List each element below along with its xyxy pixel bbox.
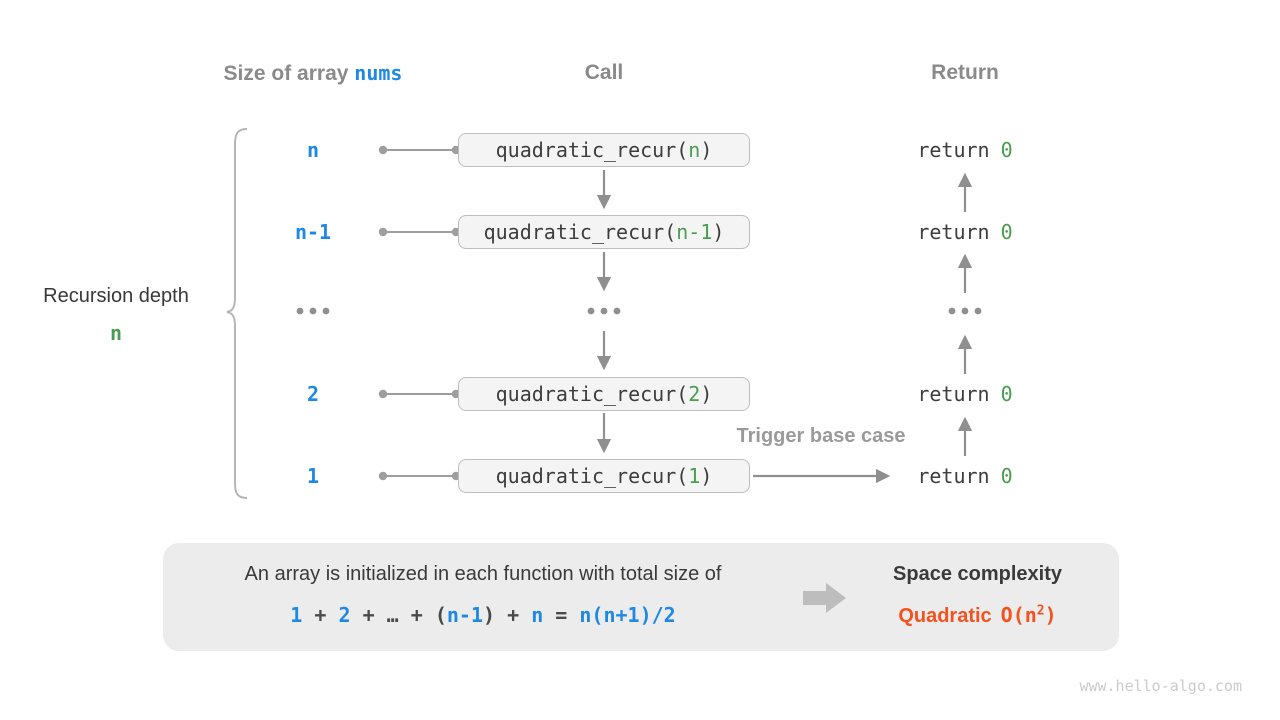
formula-term: n-1 — [446, 603, 484, 627]
formula-paren: ( — [434, 603, 447, 627]
header-return: Return — [931, 61, 999, 84]
call-text: ) — [712, 220, 725, 244]
return-value: 0 — [1000, 382, 1013, 406]
space-complexity-value: Quadratic O(n2) — [850, 603, 1105, 628]
formula-equals: = — [555, 603, 568, 627]
call-box-n: quadratic_recur(n) — [458, 133, 750, 167]
formula-operator: + — [362, 603, 375, 627]
big-o-pre: O(n — [1000, 603, 1037, 627]
return-label-1: return 0 — [865, 463, 1065, 489]
return-value: 0 — [1000, 464, 1013, 488]
call-text: quadratic_recur( — [483, 220, 677, 244]
return-label-2: return 0 — [865, 381, 1065, 407]
summary-panel — [163, 543, 1119, 651]
call-box-2: quadratic_recur(2) — [458, 377, 750, 411]
formula-ellipsis: … — [386, 603, 399, 627]
call-arg: 2 — [688, 382, 701, 406]
trigger-base-case-label: Trigger base case — [736, 425, 906, 447]
summary-sentence: An array is initialized in each function… — [244, 563, 722, 585]
call-text: quadratic_recur( — [495, 138, 689, 162]
formula-term: n — [531, 603, 544, 627]
formula-term: 1 — [290, 603, 303, 627]
call-text: quadratic_recur( — [495, 464, 689, 488]
header-size-text: Size of array — [223, 62, 349, 85]
call-text: quadratic_recur( — [495, 382, 689, 406]
return-keyword: return — [917, 464, 990, 488]
return-value: 0 — [1000, 138, 1013, 162]
call-box-1: quadratic_recur(1) — [458, 459, 750, 493]
call-text: ) — [700, 464, 713, 488]
return-keyword: return — [917, 382, 990, 406]
call-box-n-1: quadratic_recur(n-1) — [458, 215, 750, 249]
call-arg: 1 — [688, 464, 701, 488]
site-watermark: www.hello-algo.com — [1079, 677, 1242, 695]
size-label-2: 2 — [306, 382, 320, 406]
call-arg: n — [688, 138, 701, 162]
size-to-call-connectors — [378, 145, 461, 481]
formula-operator: + — [314, 603, 327, 627]
call-text: ) — [700, 382, 713, 406]
return-keyword: return — [917, 220, 990, 244]
big-o-notation: O(n2) — [1001, 603, 1057, 627]
implies-arrow-icon — [803, 583, 846, 613]
ellipsis-dots — [296, 307, 982, 315]
size-label-1: 1 — [306, 464, 320, 488]
return-keyword: return — [917, 138, 990, 162]
return-value: 0 — [1000, 220, 1013, 244]
summary-formula: 1 + 2 + … + (n-1) + n = n(n+1)/2 — [183, 603, 783, 627]
formula-result: n(n+1)/2 — [579, 603, 676, 627]
formula-operator: + — [410, 603, 423, 627]
formula-term: 2 — [338, 603, 351, 627]
big-o-exponent: 2 — [1036, 603, 1045, 619]
header-call: Call — [584, 61, 624, 84]
big-o-suf: ) — [1044, 603, 1057, 627]
call-arg: n-1 — [676, 220, 713, 244]
formula-operator: + — [507, 603, 520, 627]
size-label-n: n — [306, 138, 320, 162]
recursion-depth-brace — [226, 128, 248, 499]
header-nums-code: nums — [354, 61, 403, 85]
size-label-n-1: n-1 — [294, 220, 332, 244]
header-size-of-array: Size of array nums — [163, 60, 463, 87]
complexity-name: Quadratic — [898, 605, 992, 627]
return-label-n: return 0 — [865, 137, 1065, 163]
return-label-n-1: return 0 — [865, 219, 1065, 245]
formula-paren: ) — [483, 603, 496, 627]
recursion-depth-label: Recursion depth — [43, 285, 189, 307]
call-text: ) — [700, 138, 713, 162]
recursion-depth-value: n — [109, 321, 123, 345]
space-complexity-title: Space complexity — [893, 563, 1062, 585]
